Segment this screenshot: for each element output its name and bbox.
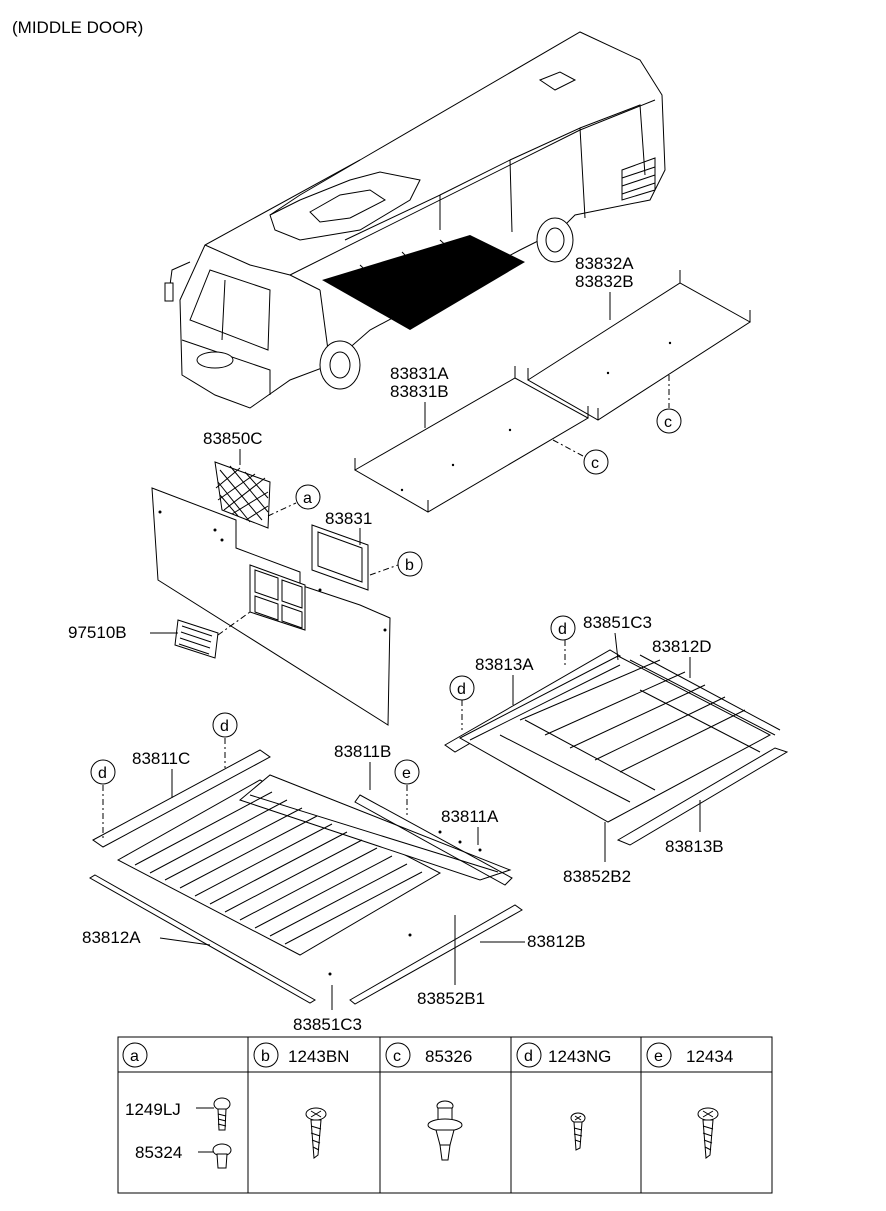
- table-letter-d-text: d: [524, 1048, 533, 1065]
- label-83811a: 83811A: [441, 807, 499, 826]
- table-letter-a-text: a: [130, 1048, 139, 1065]
- table-part-c: 85326: [425, 1047, 472, 1066]
- label-83812d: 83812D: [652, 637, 712, 656]
- table-letter-c: [385, 1042, 411, 1068]
- callout-d-right-left-text: d: [457, 681, 466, 698]
- callout-b-text: b: [405, 557, 414, 574]
- label-83831b: 83831B: [390, 382, 449, 401]
- table-letter-e: [646, 1042, 672, 1068]
- table-letter-b: [253, 1042, 279, 1068]
- screw-1243bn-icon: [305, 1107, 327, 1159]
- frame-83831: [311, 524, 369, 591]
- table-part-d: 1243NG: [548, 1047, 611, 1066]
- diagram-title: (MIDDLE DOOR): [12, 18, 143, 37]
- callout-d-left-left-text: d: [98, 765, 107, 782]
- label-83851c3-top: 83851C3: [583, 613, 652, 632]
- fastener-table: a b 1243BN c 85326 d 1243NG e 12434 1249…: [117, 1036, 773, 1194]
- table-letter-e-text: e: [654, 1048, 663, 1065]
- callout-c-lower-text: c: [591, 455, 599, 472]
- screw-1249lj-icon: [196, 1097, 231, 1131]
- label-83813a: 83813A: [475, 655, 534, 674]
- callout-e-text: e: [402, 765, 411, 782]
- label-83832a: 83832A: [575, 254, 634, 273]
- floor-assembly-right: [444, 649, 789, 846]
- screw-1243ng-icon: [570, 1112, 586, 1151]
- net-83850c: [214, 461, 271, 529]
- callout-d-left-top-text: d: [220, 718, 229, 735]
- label-97510b: 97510B: [68, 623, 127, 642]
- floor-assembly-left: [89, 749, 523, 1005]
- callout-c-upper-text: c: [664, 414, 672, 431]
- callout-d-right-top: [550, 615, 576, 641]
- screw-12434-icon: [697, 1107, 719, 1159]
- table-part-b: 1243BN: [288, 1047, 349, 1066]
- washer-85324-icon: [198, 1143, 232, 1169]
- callout-d-left-left: [90, 759, 116, 785]
- label-83812b: 83812B: [527, 932, 586, 951]
- wall-panel: [151, 487, 391, 726]
- label-83831a: 83831A: [390, 364, 449, 383]
- label-83811c: 83811C: [132, 749, 190, 768]
- callout-a: [295, 484, 321, 510]
- callout-b: [397, 551, 423, 577]
- label-83813b: 83813B: [665, 837, 724, 856]
- table-part-85324: 85324: [135, 1143, 182, 1162]
- bus-illustration: [164, 31, 666, 409]
- table-letter-b-text: b: [261, 1048, 270, 1065]
- callout-d-left-top: [212, 712, 238, 738]
- callout-e: [394, 759, 420, 785]
- floor-panel-83832: [527, 270, 751, 421]
- callout-a-text: a: [303, 490, 312, 507]
- callout-d-right-top-text: d: [558, 621, 567, 638]
- callout-c-upper: [656, 408, 682, 434]
- floor-panel-83831: [353, 366, 590, 513]
- table-letter-d: [516, 1042, 542, 1068]
- table-part-e: 12434: [686, 1047, 733, 1066]
- table-letter-c-text: c: [393, 1048, 401, 1065]
- vent-97510b: [174, 619, 219, 659]
- label-83852b2: 83852B2: [563, 867, 631, 886]
- label-83852b1: 83852B1: [417, 989, 485, 1008]
- clip-85326-icon: [427, 1100, 463, 1161]
- table-letter-a: [122, 1042, 148, 1068]
- label-83850c: 83850C: [203, 429, 263, 448]
- label-83811b: 83811B: [334, 742, 391, 761]
- table-part-1249lj: 1249LJ: [125, 1100, 181, 1119]
- label-83832b: 83832B: [575, 272, 634, 291]
- callout-d-right-left: [449, 675, 475, 701]
- label-83812a: 83812A: [82, 928, 141, 947]
- label-83831: 83831: [325, 509, 372, 528]
- label-83851c3-bottom: 83851C3: [293, 1015, 362, 1034]
- callout-c-lower: [583, 449, 609, 475]
